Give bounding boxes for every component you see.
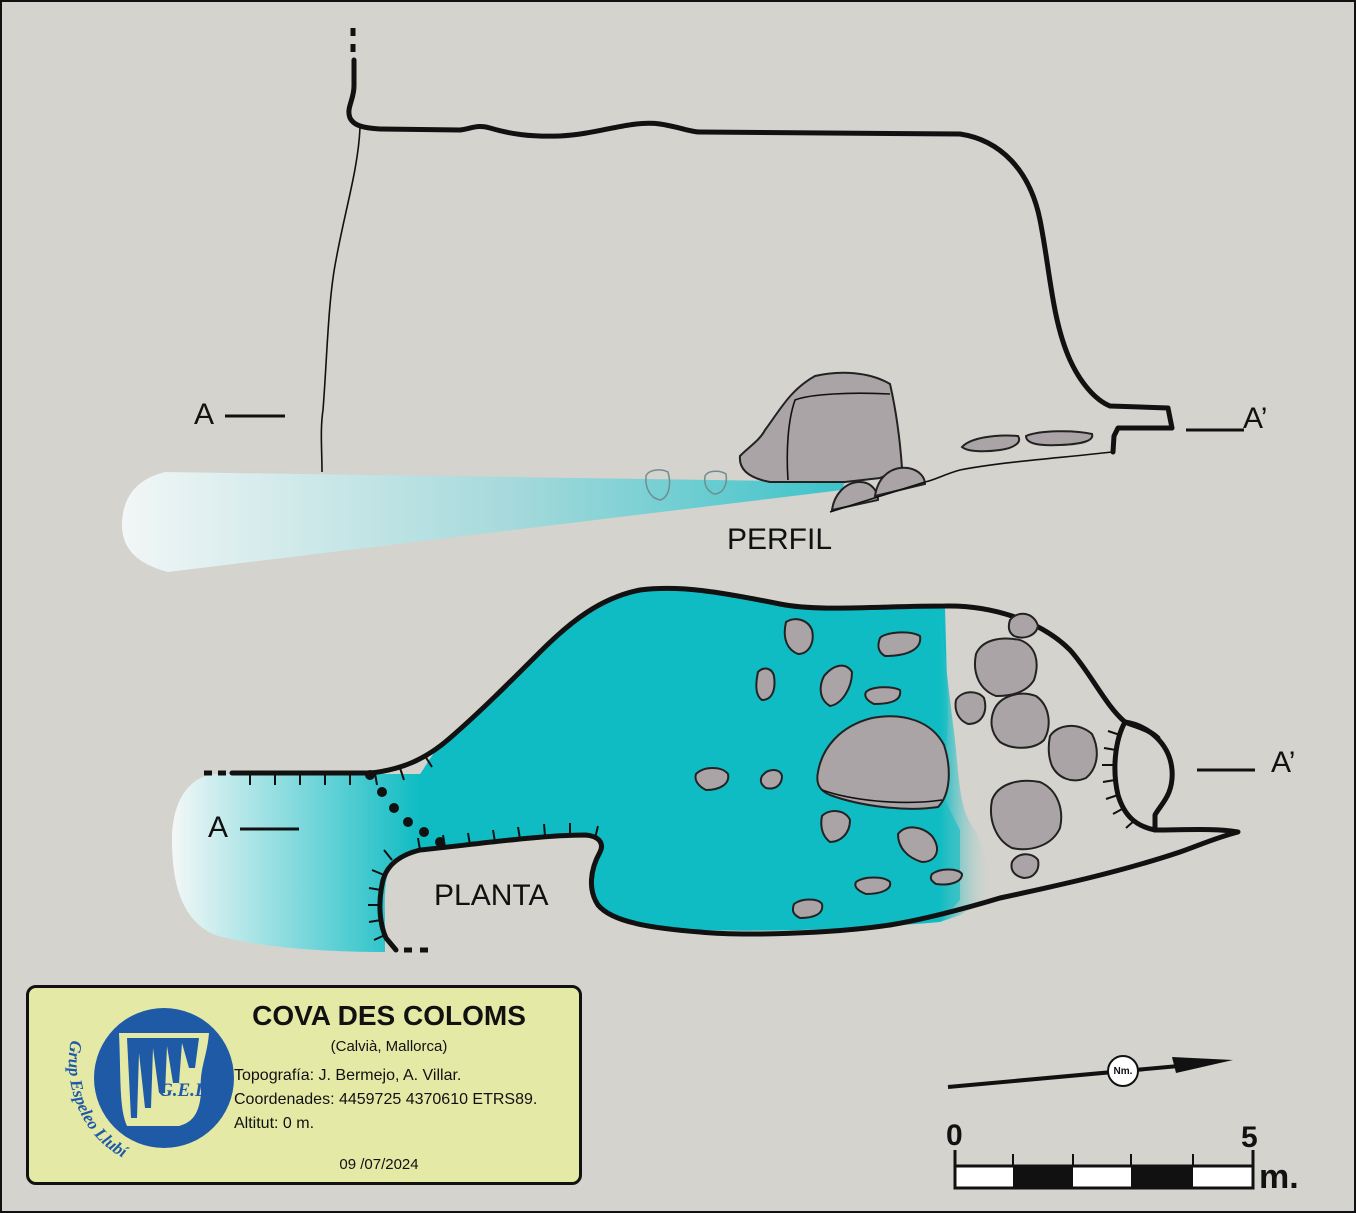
plan-rock-18 — [990, 779, 1063, 851]
profile-label-a-prime: A’ — [1243, 402, 1267, 435]
plan-rock-13 — [1007, 612, 1040, 639]
profile-section: A A’ PERFIL — [121, 28, 1267, 572]
profile-rock-edge — [786, 392, 891, 481]
plan-rock-19 — [1010, 853, 1040, 880]
scale-bar: 0 5 m. — [946, 1119, 1299, 1196]
plan-rock-6 — [694, 767, 730, 792]
profile-slope — [829, 481, 926, 513]
north-label: Nm. — [1114, 1066, 1133, 1077]
plan-rock-5 — [864, 686, 902, 706]
profile-stone-2 — [1024, 430, 1094, 447]
plan-rocks — [694, 612, 1098, 920]
plan-hatch-upper — [249, 755, 433, 786]
plan-title: PLANTA — [434, 879, 548, 912]
profile-left-wall — [320, 127, 361, 473]
scale-end: 5 — [1241, 1121, 1258, 1154]
profile-ceiling-wall — [346, 57, 1175, 455]
profile-stone-1 — [960, 434, 1020, 453]
north-arrow: Nm. — [947, 1055, 1233, 1089]
profile-submerged-stone-2 — [704, 470, 728, 495]
plan-rock-3 — [755, 667, 776, 702]
profile-floor — [924, 451, 1113, 483]
plan-rock-16 — [990, 692, 1050, 749]
profile-submerged-stone-1 — [645, 469, 671, 501]
plan-rock-7 — [759, 769, 784, 790]
plan-rock-15 — [954, 691, 987, 726]
plan-hatch-lower — [368, 823, 599, 941]
gell-logo: G.E.LL. Grup Espeleo Llubí — [65, 1008, 234, 1162]
legend-coordinates: Coordenades: 4459725 4370610 ETRS89. — [234, 1091, 538, 1108]
legend-subtitle: (Calvià, Mallorca) — [330, 1038, 448, 1055]
plan-hatch-east — [1102, 730, 1136, 829]
plan-rock-2 — [877, 631, 922, 658]
plan-section: A A’ PLANTA — [172, 585, 1295, 953]
plan-rock-1 — [783, 618, 814, 656]
logo-text: G.E.LL. — [159, 1080, 223, 1101]
plan-rock-large — [816, 715, 950, 810]
profile-boulder-2 — [873, 466, 927, 498]
north-icon — [1107, 1055, 1139, 1087]
plan-rock-10 — [929, 868, 964, 886]
plan-rock-8 — [820, 810, 852, 844]
plan-rock-12 — [791, 898, 824, 920]
plan-rock-large-edge — [821, 789, 943, 804]
plan-rock-14 — [974, 637, 1038, 698]
plan-rock-11 — [854, 876, 892, 896]
plan-east-pillar — [1112, 719, 1158, 833]
legend-box: G.E.LL. Grup Espeleo Llubí COVA DES COLO… — [26, 985, 582, 1185]
profile-water — [121, 472, 846, 572]
plan-rock-4 — [819, 664, 854, 708]
plan-label-a-prime: A’ — [1271, 746, 1295, 779]
plan-dotted-line — [365, 770, 445, 847]
profile-label-a: A — [194, 398, 214, 431]
legend-altitude: Altitut: 0 m. — [234, 1115, 315, 1132]
profile-rock-block — [738, 371, 904, 483]
legend-date: 09 /07/2024 — [339, 1156, 419, 1173]
scale-start: 0 — [946, 1119, 963, 1152]
profile-title: PERFIL — [727, 523, 832, 556]
legend-title: COVA DES COLOMS — [252, 1000, 526, 1031]
legend-topography: Topografía: J. Bermejo, A. Villar. — [234, 1067, 462, 1084]
scale-unit: m. — [1259, 1158, 1299, 1196]
plan-rock-17 — [1047, 725, 1098, 782]
plan-rock-9 — [896, 826, 938, 864]
plan-upper-wall — [229, 585, 1161, 776]
plan-water-left — [172, 774, 420, 952]
plan-water-fade — [940, 606, 992, 922]
plan-lower-wall — [377, 719, 1241, 953]
plan-label-a: A — [208, 811, 228, 844]
